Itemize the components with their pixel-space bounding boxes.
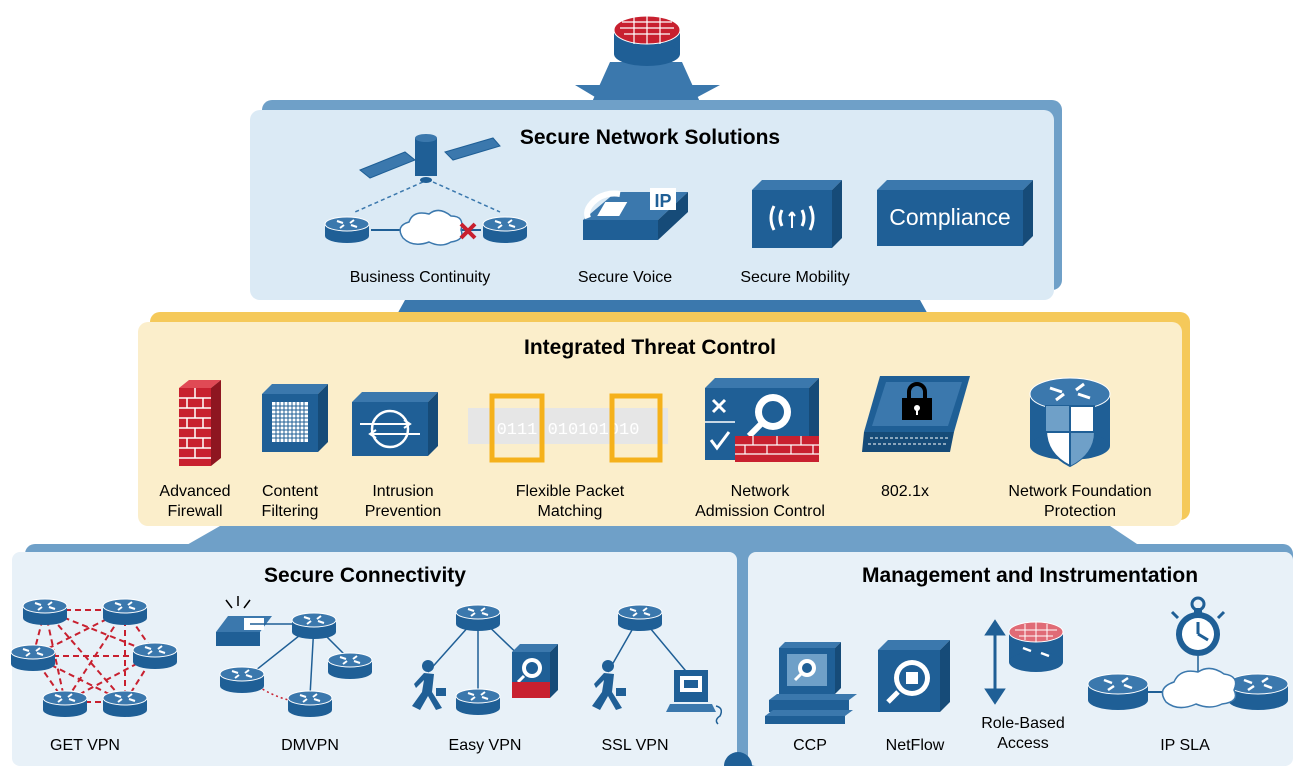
secure-mobility-label: Secure Mobility [740, 269, 850, 286]
ccp-workstation-icon [765, 642, 857, 724]
netflow-label: NetFlow [885, 737, 945, 754]
dmvpn-icon [216, 596, 373, 718]
content-filter-icon [262, 384, 328, 452]
dot1x-label: 802.1x [880, 483, 930, 500]
get-vpn-label: GET VPN [50, 737, 120, 754]
ccp-label: CCP [793, 737, 827, 754]
router-shield-icon [1029, 377, 1111, 468]
easy-vpn-icon [412, 604, 558, 716]
dmvpn-label: DMVPN [281, 737, 339, 754]
firewall-router-icon [613, 15, 681, 66]
netflow-icon [878, 640, 950, 712]
role-based-access-icon [984, 619, 1064, 705]
ip-sla-label: IP SLA [1160, 737, 1210, 754]
threat-control-title: Integrated Threat Control [523, 336, 776, 359]
nac-icon [705, 378, 819, 462]
management-title: Management and Instrumentation [861, 564, 1199, 587]
ssl-vpn-label: SSL VPN [601, 737, 669, 754]
ips-icon [352, 392, 438, 456]
business-continuity-icon [324, 134, 528, 246]
wireless-icon [752, 180, 842, 248]
ip-text: IP [654, 191, 671, 211]
ip-phone-icon: IP [583, 188, 688, 240]
laptop-lock-icon [862, 376, 970, 452]
get-vpn-mesh-icon [10, 598, 178, 718]
packet-bits-text: 0111 010101010 [497, 421, 640, 440]
secure-connectivity-title: Secure Connectivity [264, 564, 466, 587]
firewall-wall-icon [179, 380, 221, 466]
packet-match-icon: 0111 010101010 [468, 393, 668, 463]
compliance-box-icon: Compliance [877, 180, 1033, 246]
ssl-vpn-icon [592, 604, 723, 725]
ip-sla-icon [1086, 596, 1290, 712]
secure-voice-label: Secure Voice [577, 269, 673, 286]
secure-network-title: Secure Network Solutions [519, 126, 781, 149]
business-continuity-label: Business Continuity [349, 269, 491, 286]
easy-vpn-label: Easy VPN [448, 737, 522, 754]
compliance-text: Compliance [889, 204, 1010, 230]
